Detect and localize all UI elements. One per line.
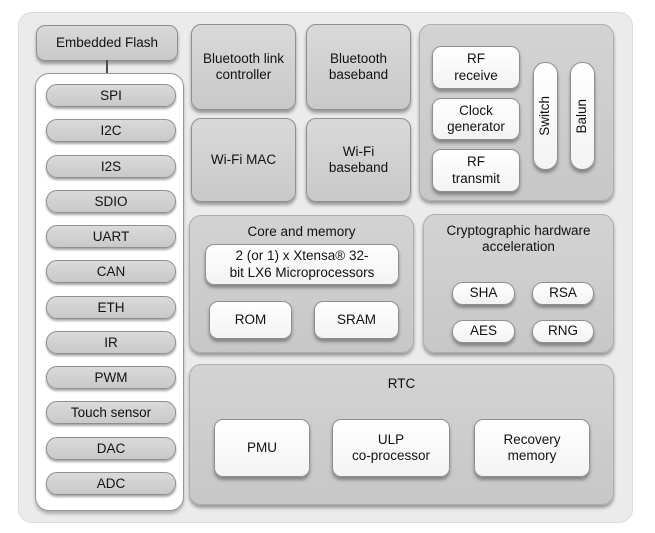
ulp-line2: co-processor: [351, 448, 431, 463]
wifi-mac-block: Wi-Fi MAC: [191, 118, 296, 202]
peripheral-i2s: I2S: [46, 154, 176, 178]
rom-label: ROM: [234, 311, 267, 327]
wifi-baseband-label: Wi-Fi baseband: [328, 143, 389, 175]
sram-block: SRAM: [314, 301, 399, 339]
peripheral-sdio: SDIO: [46, 189, 176, 213]
switch-label: Switch: [537, 96, 553, 136]
peripheral-dac-label: DAC: [96, 440, 126, 456]
ulp-coprocessor-label: ULP co-processor: [352, 432, 430, 465]
flash-connector-line: [106, 60, 108, 74]
chip-boundary: Embedded Flash SPI I2C I2S SDIO UART CAN…: [18, 12, 633, 523]
rf-transmit-label: RF transmit: [451, 154, 500, 186]
clock-generator-block: Clock generator: [432, 98, 520, 140]
rsa-label: RSA: [549, 285, 577, 301]
peripheral-adc: ADC: [46, 471, 176, 495]
clock-generator-label: Clock generator: [447, 102, 505, 134]
xtensa-cpu-block: 2 (or 1) x Xtensa® 32- bit LX6 Microproc…: [205, 244, 399, 285]
peripheral-uart-label: UART: [92, 229, 130, 245]
sha-label: SHA: [469, 285, 498, 301]
peripheral-i2c: I2C: [46, 119, 176, 143]
peripheral-can-label: CAN: [96, 264, 126, 280]
bluetooth-baseband-label: Bluetooth baseband: [328, 50, 389, 82]
crypto-section: Cryptographic hardware acceleration SHA …: [423, 214, 614, 353]
crypto-title: Cryptographic hardware acceleration: [446, 223, 591, 255]
embedded-flash-label: Embedded Flash: [55, 34, 159, 50]
peripheral-touch-sensor: Touch sensor: [46, 401, 176, 425]
ulp-line1: ULP: [377, 431, 405, 447]
peripheral-dac: DAC: [46, 436, 176, 460]
bluetooth-link-controller-label: Bluetooth link controller: [202, 50, 285, 82]
xtensa-cpu-line2: bit LX6 Microprocessors: [229, 264, 375, 280]
rf-receive-block: RF receive: [432, 46, 520, 89]
peripheral-ir: IR: [46, 330, 176, 354]
rom-block: ROM: [209, 301, 292, 339]
rf-receive-label: RF receive: [454, 51, 498, 83]
peripheral-interfaces-panel: SPI I2C I2S SDIO UART CAN ETH IR PWM Tou…: [35, 73, 184, 511]
recovery-memory-label: Recovery memory: [503, 431, 561, 463]
balun-block: Balun: [570, 62, 595, 170]
rtc-title: RTC: [387, 376, 416, 391]
peripheral-spi: SPI: [46, 84, 176, 107]
peripheral-sdio-label: SDIO: [94, 193, 128, 209]
rf-transmit-block: RF transmit: [432, 149, 520, 192]
peripheral-adc-label: ADC: [96, 475, 126, 491]
embedded-flash-block: Embedded Flash: [36, 25, 178, 61]
core-and-memory-section: Core and memory 2 (or 1) x Xtensa® 32- b…: [189, 215, 414, 353]
recovery-memory-block: Recovery memory: [474, 419, 590, 477]
rng-block: RNG: [532, 320, 594, 343]
peripheral-i2c-label: I2C: [100, 123, 122, 139]
peripheral-spi-label: SPI: [100, 88, 122, 103]
peripheral-eth: ETH: [46, 295, 176, 319]
xtensa-cpu-line1: 2 (or 1) x Xtensa® 32-: [235, 248, 369, 264]
balun-label: Balun: [574, 98, 590, 134]
wifi-mac-label: Wi-Fi MAC: [210, 151, 277, 167]
ulp-coprocessor-block: ULP co-processor: [332, 419, 450, 477]
bluetooth-link-controller-block: Bluetooth link controller: [191, 24, 296, 110]
pmu-block: PMU: [214, 419, 310, 477]
sram-label: SRAM: [336, 311, 376, 327]
sha-block: SHA: [452, 282, 515, 305]
peripheral-i2s-label: I2S: [100, 158, 122, 174]
rsa-block: RSA: [532, 282, 594, 305]
peripheral-pwm-label: PWM: [94, 370, 128, 386]
aes-block: AES: [452, 320, 515, 343]
bluetooth-baseband-block: Bluetooth baseband: [306, 24, 411, 110]
wifi-baseband-block: Wi-Fi baseband: [306, 118, 411, 202]
peripheral-touch-sensor-label: Touch sensor: [70, 405, 152, 421]
switch-block: Switch: [533, 62, 558, 170]
pmu-label: PMU: [247, 439, 277, 455]
rtc-section: RTC PMU ULP co-processor Recovery memory: [189, 364, 614, 505]
peripheral-eth-label: ETH: [97, 299, 125, 315]
peripheral-can: CAN: [46, 260, 176, 284]
rf-section: RF receive Clock generator RF transmit S…: [419, 24, 614, 201]
peripheral-pwm: PWM: [46, 366, 176, 390]
rng-label: RNG: [548, 323, 578, 339]
core-and-memory-title: Core and memory: [247, 224, 356, 239]
aes-label: AES: [469, 323, 497, 339]
peripheral-uart: UART: [46, 225, 176, 249]
peripheral-ir-label: IR: [104, 334, 118, 350]
xtensa-cpu-label: 2 (or 1) x Xtensa® 32- bit LX6 Microproc…: [230, 248, 375, 281]
